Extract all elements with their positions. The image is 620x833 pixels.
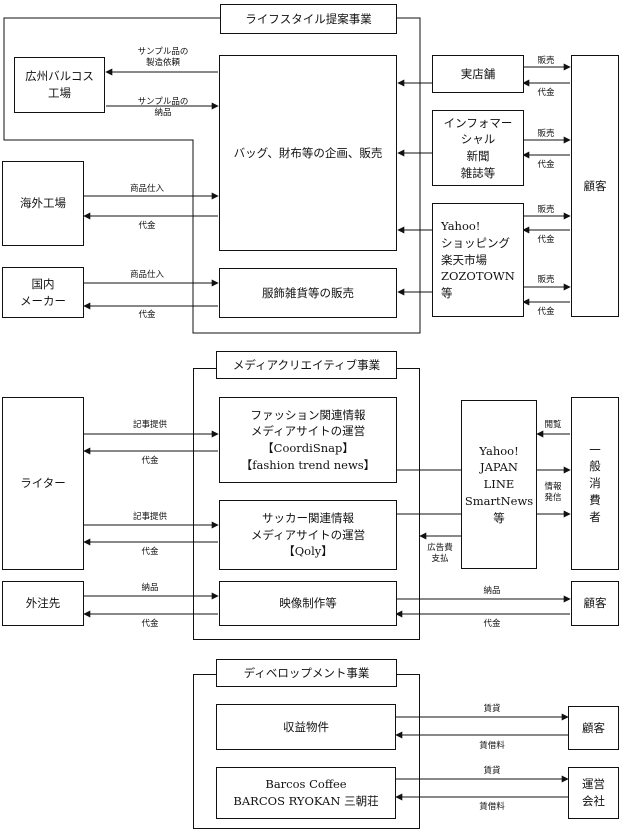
label-daikin-5: 代金 — [138, 221, 156, 231]
label-daikin-3: 代金 — [537, 235, 555, 245]
box-general-consumer: 一 般 消 費 者 — [571, 397, 619, 570]
label-shiire-2: 商品仕入 — [129, 270, 165, 280]
box-kaigai-factory: 海外工場 — [2, 161, 84, 246]
label-shiire-1: 商品仕入 — [129, 184, 165, 194]
label-chintai-1: 賃貸 — [483, 704, 501, 714]
label-joho-hasshin: 情報 発信 — [544, 482, 562, 503]
box-soccer-media: サッカー関連情報 メディアサイトの運営 【Qoly】 — [219, 500, 397, 570]
label-hanbai-1: 販売 — [537, 56, 555, 66]
label-chinshaku-2: 賃借料 — [479, 802, 505, 812]
label-daikin-4: 代金 — [537, 307, 555, 317]
box-infomercial: インフォマー シャル 新聞 雑誌等 — [432, 110, 524, 186]
box-bag-planning: バッグ、財布等の企画、販売 — [219, 55, 397, 251]
box-jitsu-tenpo: 実店舗 — [432, 55, 524, 93]
label-kiji-2: 記事提供 — [132, 512, 168, 522]
box-unei-company: 運営 会社 — [568, 767, 619, 819]
label-daikin-1: 代金 — [537, 88, 555, 98]
label-nohin-2: 納品 — [483, 586, 501, 596]
box-video-production: 映像制作等 — [219, 581, 397, 626]
box-portals: Yahoo! JAPAN LINE SmartNews 等 — [461, 400, 537, 569]
label-daikin-6: 代金 — [138, 310, 156, 320]
label-etsuran: 閲覧 — [544, 420, 562, 430]
label-hanbai-3: 販売 — [537, 205, 555, 215]
label-hanbai-4: 販売 — [537, 275, 555, 285]
label-kiji-1: 記事提供 — [132, 420, 168, 430]
box-fashion-media: ファッション関連情報 メディアサイトの運営 【CoordiSnap】 【fash… — [219, 397, 397, 483]
box-customer-top: 顧客 — [571, 55, 619, 317]
box-fukusyoku: 服飾雑貨等の販売 — [219, 268, 397, 318]
label-daikin-7: 代金 — [141, 456, 159, 466]
box-hiroshu-factory: 広州バルコス 工場 — [14, 57, 105, 113]
label-daikin-8: 代金 — [141, 547, 159, 557]
label-kokoku-shiharai: 広告費 支払 — [427, 543, 453, 564]
label-sample-delivery: サンプル品の 納品 — [137, 97, 189, 118]
box-writer: ライター — [2, 397, 84, 570]
box-kokunai-maker: 国内 メーカー — [2, 267, 84, 318]
label-hanbai-2: 販売 — [537, 129, 555, 139]
box-yahoo-shopping: Yahoo! ショッピング 楽天市場 ZOZOTOWN 等 — [432, 203, 524, 317]
lifestyle-section-title: ライフスタイル提案事業 — [220, 4, 397, 34]
media-section-title: メディアクリエイティブ事業 — [216, 351, 397, 379]
box-barcos: Barcos Coffee BARCOS RYOKAN 三朝荘 — [216, 767, 396, 819]
label-nohin-1: 納品 — [141, 583, 159, 593]
box-customer-dev: 顧客 — [568, 706, 619, 750]
label-daikin-2: 代金 — [537, 160, 555, 170]
box-customer-video: 顧客 — [571, 581, 619, 626]
label-daikin-10: 代金 — [483, 619, 501, 629]
box-gaichu: 外注先 — [2, 581, 84, 626]
development-section-title: ディベロップメント事業 — [216, 659, 397, 687]
label-chinshaku-1: 賃借料 — [479, 741, 505, 751]
label-daikin-9: 代金 — [141, 619, 159, 629]
label-sample-request: サンプル品の 製造依頼 — [137, 47, 189, 68]
label-chintai-2: 賃貸 — [483, 766, 501, 776]
box-shueki-bukken: 収益物件 — [216, 704, 396, 750]
lifestyle-region-outline — [3, 17, 421, 334]
